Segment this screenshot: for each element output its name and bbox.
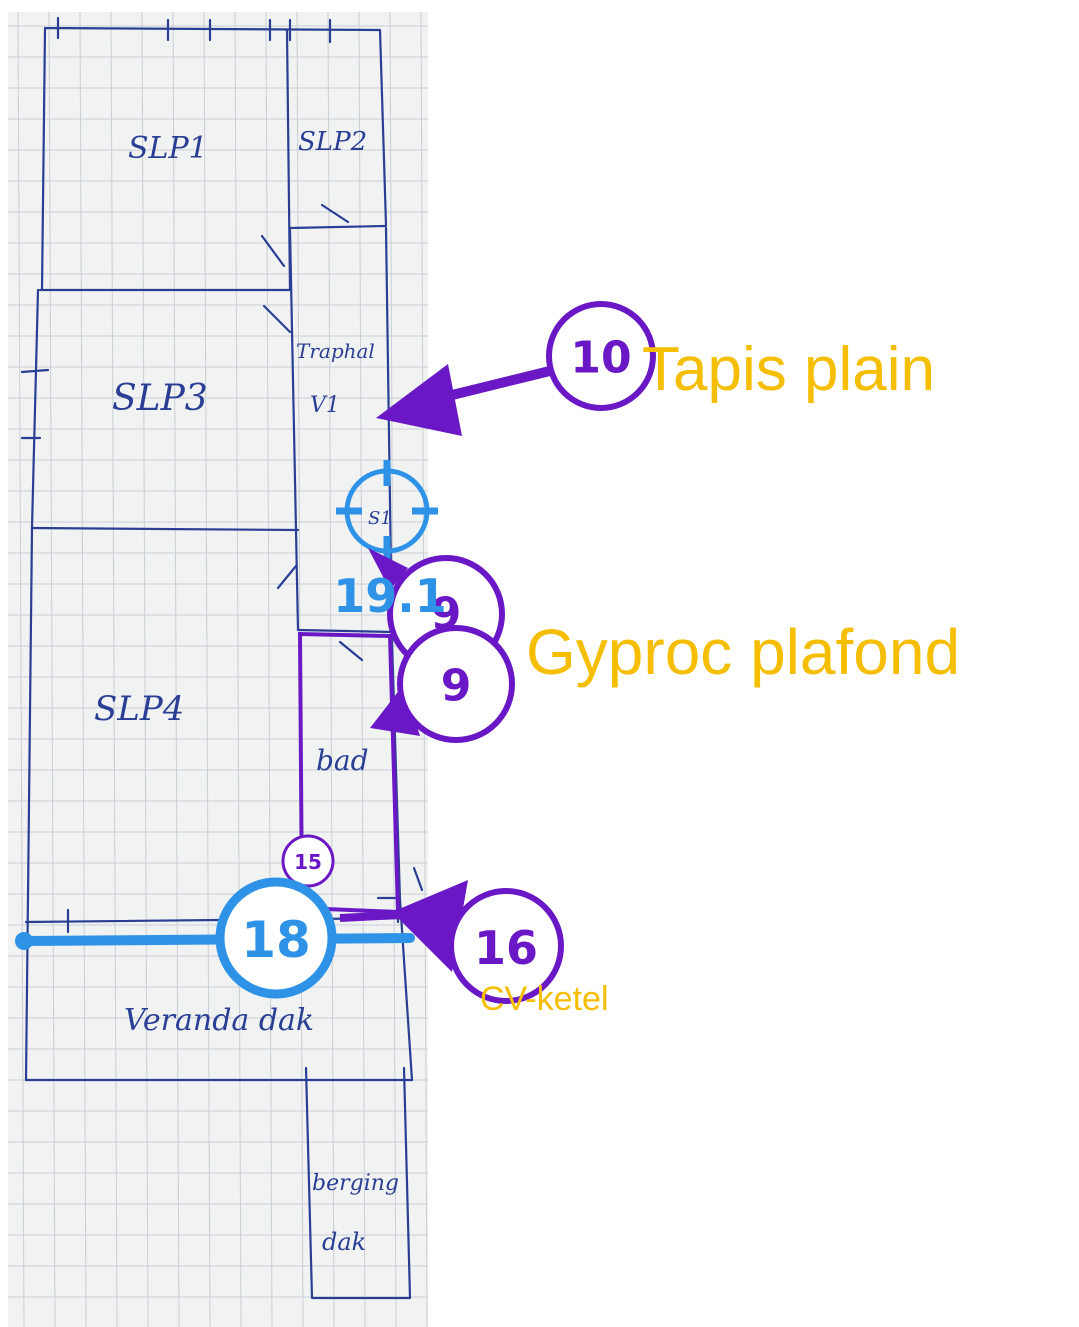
paper-sheet [8,12,428,1327]
arrow-marker-9-b[interactable]: 9 [370,625,515,743]
marker-number-15: 15 [294,850,322,874]
room-label-v1: V1 [310,393,340,418]
marker-number-16: 16 [474,921,538,975]
arrow-marker-16[interactable]: 16 [339,880,564,1004]
arrow-marker-10[interactable]: 10 [376,301,656,436]
room-label-berging: berging [312,1171,399,1196]
room-label-slp3: SLP3 [112,378,208,419]
label-gyproc-plafond: Gyproc plafond [526,616,960,688]
room-labels: SLP1 SLP2 SLP3 Traphal V1 SLP4 bad Veran… [94,127,399,1256]
marker-number-9-b: 9 [441,661,472,712]
room-label-traphal: Traphal [296,339,375,363]
marker-18[interactable]: 18 [215,877,337,999]
room-label-slp1: SLP1 [128,131,208,166]
marker-15[interactable]: 15 [281,834,335,888]
marker-number-18: 18 [241,911,311,969]
room-label-slp2: SLP2 [298,127,367,157]
label-tapis-plain: Tapis plain [642,335,935,404]
marker-19-1[interactable]: 19.1 [333,569,447,623]
room-label-slp4: SLP4 [94,689,184,729]
label-cv-ketel: CV-ketel [480,980,609,1018]
room-label-dak: dak [322,1228,366,1256]
room-label-veranda: Veranda dak [124,1003,314,1038]
room-label-bad: bad [316,744,369,777]
marker-number-10: 10 [570,333,631,384]
crosshair-s1-label: S1 [368,508,392,529]
